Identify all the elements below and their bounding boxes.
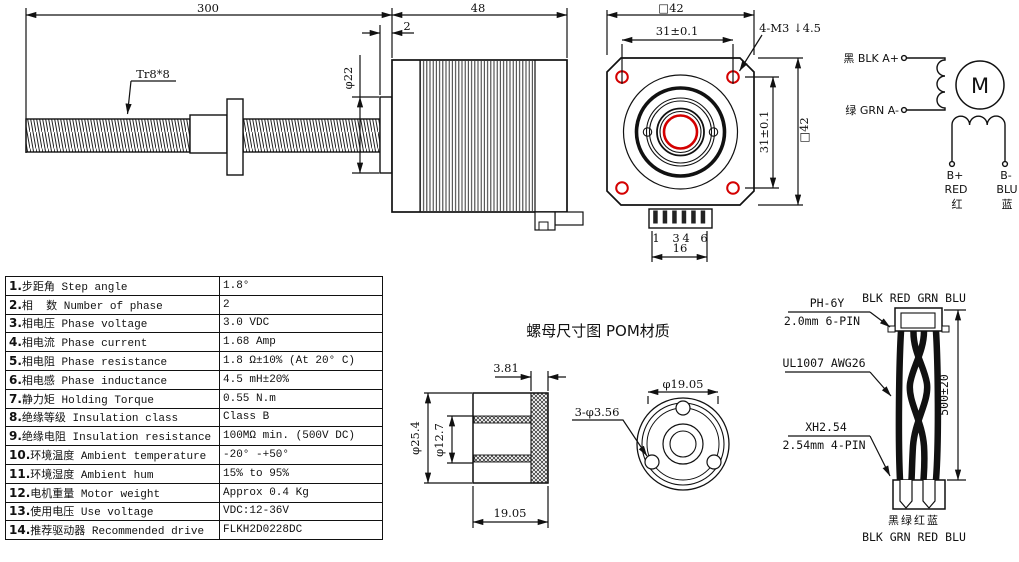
dim-nut-length: 19.05: [494, 506, 527, 520]
dim-nut-od: φ25.4: [408, 421, 422, 455]
nut-front-view: [572, 388, 730, 491]
b-plus-color-cn: 红: [952, 198, 963, 211]
b-minus-color-en: BLU: [996, 183, 1017, 196]
dim-boss-protrusion: 2: [403, 19, 410, 33]
dim-square-top: □42: [658, 1, 684, 15]
dim-nut-bolt-circle: φ19.05: [663, 377, 704, 391]
wiring-diagram: [900, 54, 1009, 168]
nut-section-view: [424, 371, 566, 528]
b-plus-label: B+: [947, 169, 964, 182]
thread-wall-bottom: [473, 454, 532, 463]
connector-pins: [653, 210, 706, 224]
nut-flange-section: [530, 392, 549, 484]
pin-label-6: 6: [700, 231, 707, 245]
bottom-connector-name: XH2.54: [805, 420, 847, 434]
wire-spec-label: UL1007 AWG26: [782, 356, 865, 370]
nut-drawing-title: 螺母尺寸图 POM材质: [526, 322, 670, 340]
mounting-holes: [615, 70, 740, 195]
top-connector-type: 2.0mm 6-PIN: [784, 314, 860, 328]
dim-screw-length: 300: [197, 1, 219, 15]
b-minus-label: B-: [1000, 169, 1012, 182]
dim-holes-vertical: 31±0.1: [757, 111, 771, 154]
dim-cable-length: 500±20: [937, 374, 951, 416]
dim-boss-diameter: φ22: [341, 67, 355, 90]
front-view: [606, 10, 803, 262]
pin-label-1: 1: [652, 231, 659, 245]
table-row: 10.环境温度 Ambient temperature-20° -+50°: [5, 445, 383, 465]
side-view: [25, 8, 584, 231]
phase-a-minus-label: 绿 GRN A-: [845, 103, 899, 117]
dim-body-length: 48: [471, 1, 486, 15]
cable-top-colors: BLK RED GRN BLU: [862, 291, 966, 305]
nut-holes-label: 3-φ3.56: [575, 405, 620, 419]
tap-label: 4-M3 ↓4.5: [759, 21, 821, 35]
dim-holes-horizontal: 31±0.1: [656, 24, 699, 38]
pin-label-3: 3: [672, 231, 679, 245]
dim-nut-id: φ12.7: [432, 423, 446, 457]
cable-wires: [895, 330, 942, 481]
pin-label-4: 4: [682, 231, 689, 245]
phase-a-coil: [906, 57, 946, 111]
bottom-colors-en: BLK GRN RED BLU: [862, 530, 966, 544]
phase-a-plus-label: 黑 BLK A+: [843, 52, 899, 65]
thread-spec-label: Tr8*8: [136, 67, 170, 81]
cable-assembly: [785, 307, 966, 510]
b-minus-color-cn: 蓝: [1002, 198, 1013, 211]
motor-symbol: M: [971, 74, 989, 98]
bottom-colors-cn: 黑绿红蓝: [888, 513, 940, 527]
b-plus-color-en: RED: [944, 183, 967, 196]
pilot-boss: [379, 96, 393, 174]
nut-on-screw: [189, 114, 228, 154]
top-connector-name: PH-6Y: [810, 296, 845, 310]
shaft-bore: [662, 114, 699, 150]
thread-wall-top: [473, 415, 532, 424]
dim-nut-flange-thickness: 3.81: [493, 361, 519, 375]
nut-flange: [226, 98, 244, 176]
dim-square-right: □42: [797, 117, 811, 143]
bottom-connector-type: 2.54mm 4-PIN: [782, 438, 865, 452]
motor-circle: [955, 60, 1005, 110]
dim-connector-width: 16: [673, 241, 688, 255]
phase-b-coil: [951, 115, 1006, 162]
